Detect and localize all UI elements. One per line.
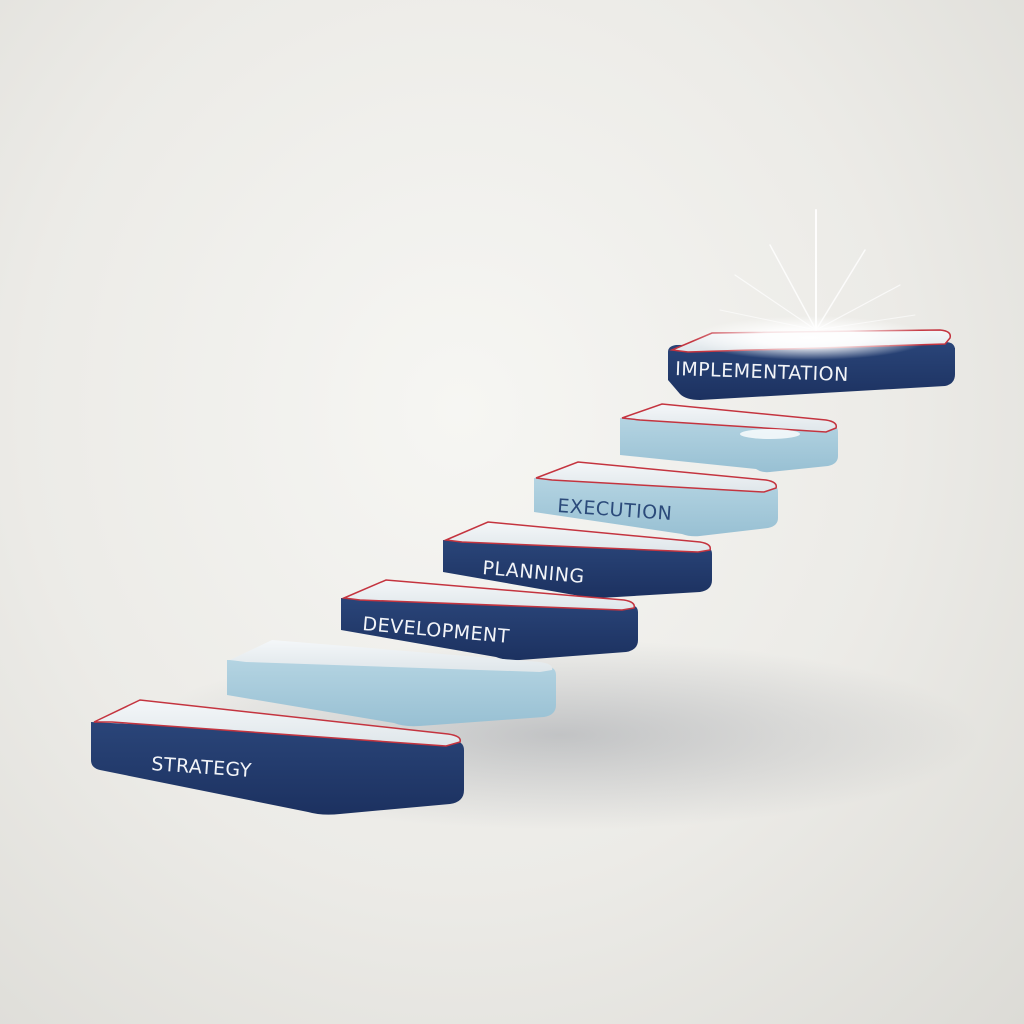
step-planning: PLANNING bbox=[443, 521, 712, 599]
step-front bbox=[341, 598, 638, 661]
step-top bbox=[621, 403, 838, 433]
step-front bbox=[534, 478, 778, 537]
step-2 bbox=[227, 640, 556, 727]
step-top bbox=[341, 579, 636, 611]
top-glow bbox=[690, 316, 930, 360]
step-front bbox=[668, 342, 955, 400]
step-front bbox=[91, 722, 464, 815]
step-top bbox=[443, 521, 712, 553]
step-top bbox=[230, 640, 553, 672]
step-implementation: IMPLEMENTATION bbox=[668, 316, 955, 400]
step-highlight bbox=[740, 429, 800, 439]
step-top bbox=[535, 461, 778, 493]
step-6 bbox=[620, 403, 838, 473]
step-development: DEVELOPMENT bbox=[341, 579, 638, 661]
step-front bbox=[227, 660, 556, 727]
step-strategy: STRATEGY bbox=[91, 699, 464, 815]
step-execution: EXECUTION bbox=[534, 461, 778, 537]
step-front bbox=[443, 540, 712, 599]
step-top bbox=[93, 699, 461, 747]
glow-rays bbox=[719, 209, 916, 331]
